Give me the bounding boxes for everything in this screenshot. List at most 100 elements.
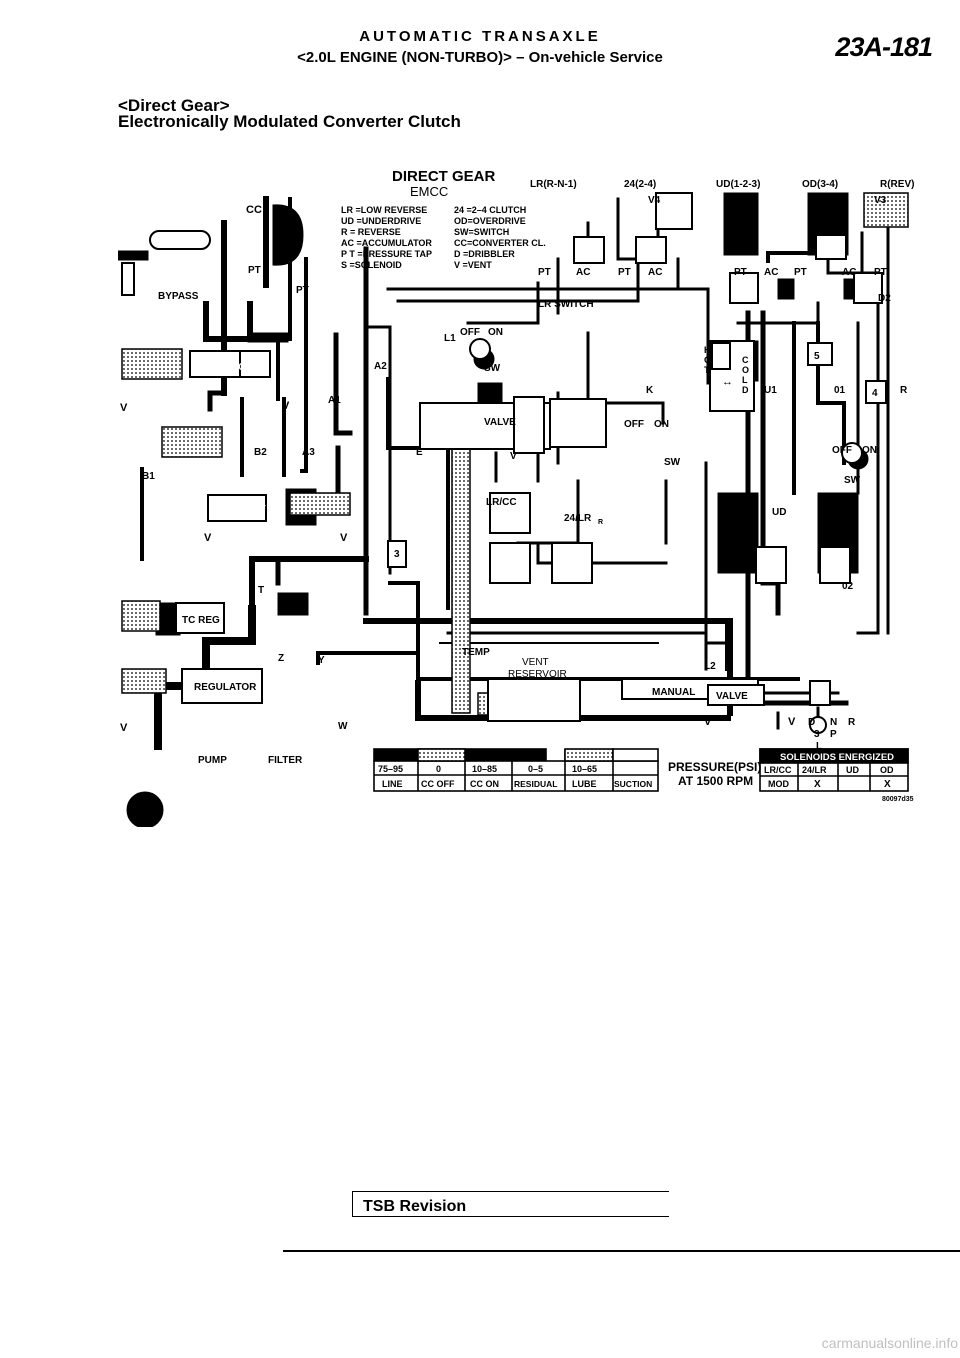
label-r: R — [900, 385, 908, 396]
label-manual: MANUAL — [652, 687, 695, 698]
pressure-name-suction: SUCTION — [614, 779, 652, 789]
label-k: K — [646, 385, 654, 396]
label-vent: VENT — [522, 657, 549, 668]
label-n2: 2 — [717, 391, 723, 402]
label-bypass: BYPASS — [158, 291, 199, 302]
gear-p: P — [830, 729, 837, 740]
pressure-value-cc-off: 0 — [436, 764, 441, 774]
label-o: O — [704, 355, 711, 365]
label-l: L — [742, 375, 748, 385]
label-on-3: ON — [862, 445, 877, 456]
clutch-header-od: OD(3-4) — [802, 179, 838, 190]
footer-rule — [283, 1250, 960, 1252]
manual-title: AUTOMATIC TRANSAXLE — [359, 28, 601, 45]
legend-2: 24 =2–4 CLUTCH — [454, 205, 526, 215]
gear-d: D — [808, 717, 815, 728]
pressure-name-cc-on: CC ON — [470, 779, 499, 789]
tsb-revision-label: TSB Revision — [363, 1198, 467, 1215]
label-pt-3: PT — [538, 267, 551, 278]
section-heading: <Direct Gear> — [118, 96, 230, 115]
label-d1: D1 — [808, 289, 821, 300]
label-filter: FILTER — [268, 755, 303, 766]
label-v3: V3 — [874, 195, 887, 206]
legend-12: V =VENT — [454, 260, 492, 270]
label-z: Z — [278, 653, 284, 664]
label-sw-1: SW — [484, 363, 501, 374]
solenoid-mark-lrcc: X — [814, 779, 821, 790]
legend-5: R = REVERSE — [341, 227, 401, 237]
label-cc-switch: CC SWITCH — [196, 362, 253, 373]
pressure-name-line: LINE — [382, 779, 403, 789]
solenoid-col-lrcc: LR/CC — [764, 765, 792, 775]
label-n3: 3 — [394, 549, 400, 560]
clutch-header-24: 24(2-4) — [624, 179, 656, 190]
label-v-6: V — [510, 451, 517, 462]
label-h: H — [704, 345, 711, 355]
pressure-value-lube: 10–65 — [572, 764, 597, 774]
label-t: T — [258, 585, 264, 596]
label-b1: B1 — [142, 471, 155, 482]
label-t-hot: T — [704, 365, 710, 375]
legend-6: SW=SWITCH — [454, 227, 509, 237]
label-o-cold: O — [742, 365, 749, 375]
label-v-2: V — [282, 400, 290, 412]
label-v2: V2 — [782, 195, 795, 206]
label-sw-3: SW — [664, 457, 681, 468]
label-l2: L2 — [704, 661, 716, 672]
label-ac-3: AC — [764, 267, 778, 278]
page-number: 23A-181 — [835, 32, 933, 62]
label-valve-2: VALVE — [716, 691, 748, 702]
label-off-1: OFF — [460, 327, 480, 338]
label-o2: 02 — [842, 581, 854, 592]
label-a1: A1 — [328, 395, 341, 406]
label-pt-7: PT — [874, 267, 887, 278]
solenoid-col-ud: UD — [846, 765, 859, 775]
label-on-2: ON — [654, 419, 669, 430]
label-ac-1: AC — [576, 267, 590, 278]
label-off-2: OFF — [624, 419, 644, 430]
gear-r: R — [848, 717, 856, 728]
label-sw-4: SW — [844, 475, 861, 486]
label-pump: PUMP — [198, 755, 227, 766]
label-d: D — [742, 385, 749, 395]
diagram-subtitle: EMCC — [410, 184, 448, 199]
label-pt-1: PT — [248, 265, 261, 276]
label-cooler: COOLER — [157, 235, 204, 247]
solenoid-col-24lr: 24/LR — [802, 765, 827, 775]
label-e: E — [416, 447, 423, 458]
label-v1: V1 — [726, 195, 739, 206]
label-s4: S4 — [562, 558, 575, 569]
label-s1: S1 — [764, 554, 777, 565]
label-regulator: REGULATOR — [194, 682, 257, 693]
label-temp: TEMP — [462, 647, 490, 658]
solenoid-row-label: MOD — [768, 779, 789, 789]
label-a3: A3 — [302, 447, 315, 458]
legend-10: D =DRIBBLER — [454, 249, 515, 259]
label-ud: UD — [772, 507, 786, 518]
label-v-8: V — [788, 716, 796, 728]
label-u1: U1 — [764, 385, 777, 396]
diagram-title: DIRECT GEAR — [392, 168, 496, 185]
label-s3: S3 — [500, 558, 513, 569]
clutch-header-lr: LR(R-N-1) — [530, 179, 577, 190]
label-w: W — [338, 721, 348, 732]
label-s2: S2 — [828, 560, 841, 571]
label-v4: V4 — [648, 195, 661, 206]
manual-subtitle: <2.0L ENGINE (NON-TURBO)> – On-vehicle S… — [297, 49, 663, 66]
label-pt-2: PT — [296, 285, 309, 296]
label-tc-reg: TC REG — [182, 615, 220, 626]
legend-11: S =SOLENOID — [341, 260, 402, 270]
label-o1: 01 — [834, 385, 846, 396]
hydraulic-circuit-diagram: DIRECT GEAR EMCC LR =LOW REVERSE 24 =2–4… — [118, 163, 934, 827]
solenoid-col-od: OD — [880, 765, 894, 775]
solenoid-mark-od: X — [884, 779, 891, 790]
section-subheading: Electronically Modulated Converter Clutc… — [118, 112, 461, 131]
label-sw-2: SW — [454, 417, 471, 428]
pressure-name-residual: RESIDUAL — [514, 779, 557, 789]
label-y: Y — [318, 655, 325, 666]
gear-3: 3 — [814, 729, 820, 740]
label-cc-cont: CC CONT — [220, 504, 266, 515]
label-v-1: V — [120, 402, 128, 414]
label-cc: CC — [246, 204, 262, 216]
pressure-name-lube: LUBE — [572, 779, 597, 789]
